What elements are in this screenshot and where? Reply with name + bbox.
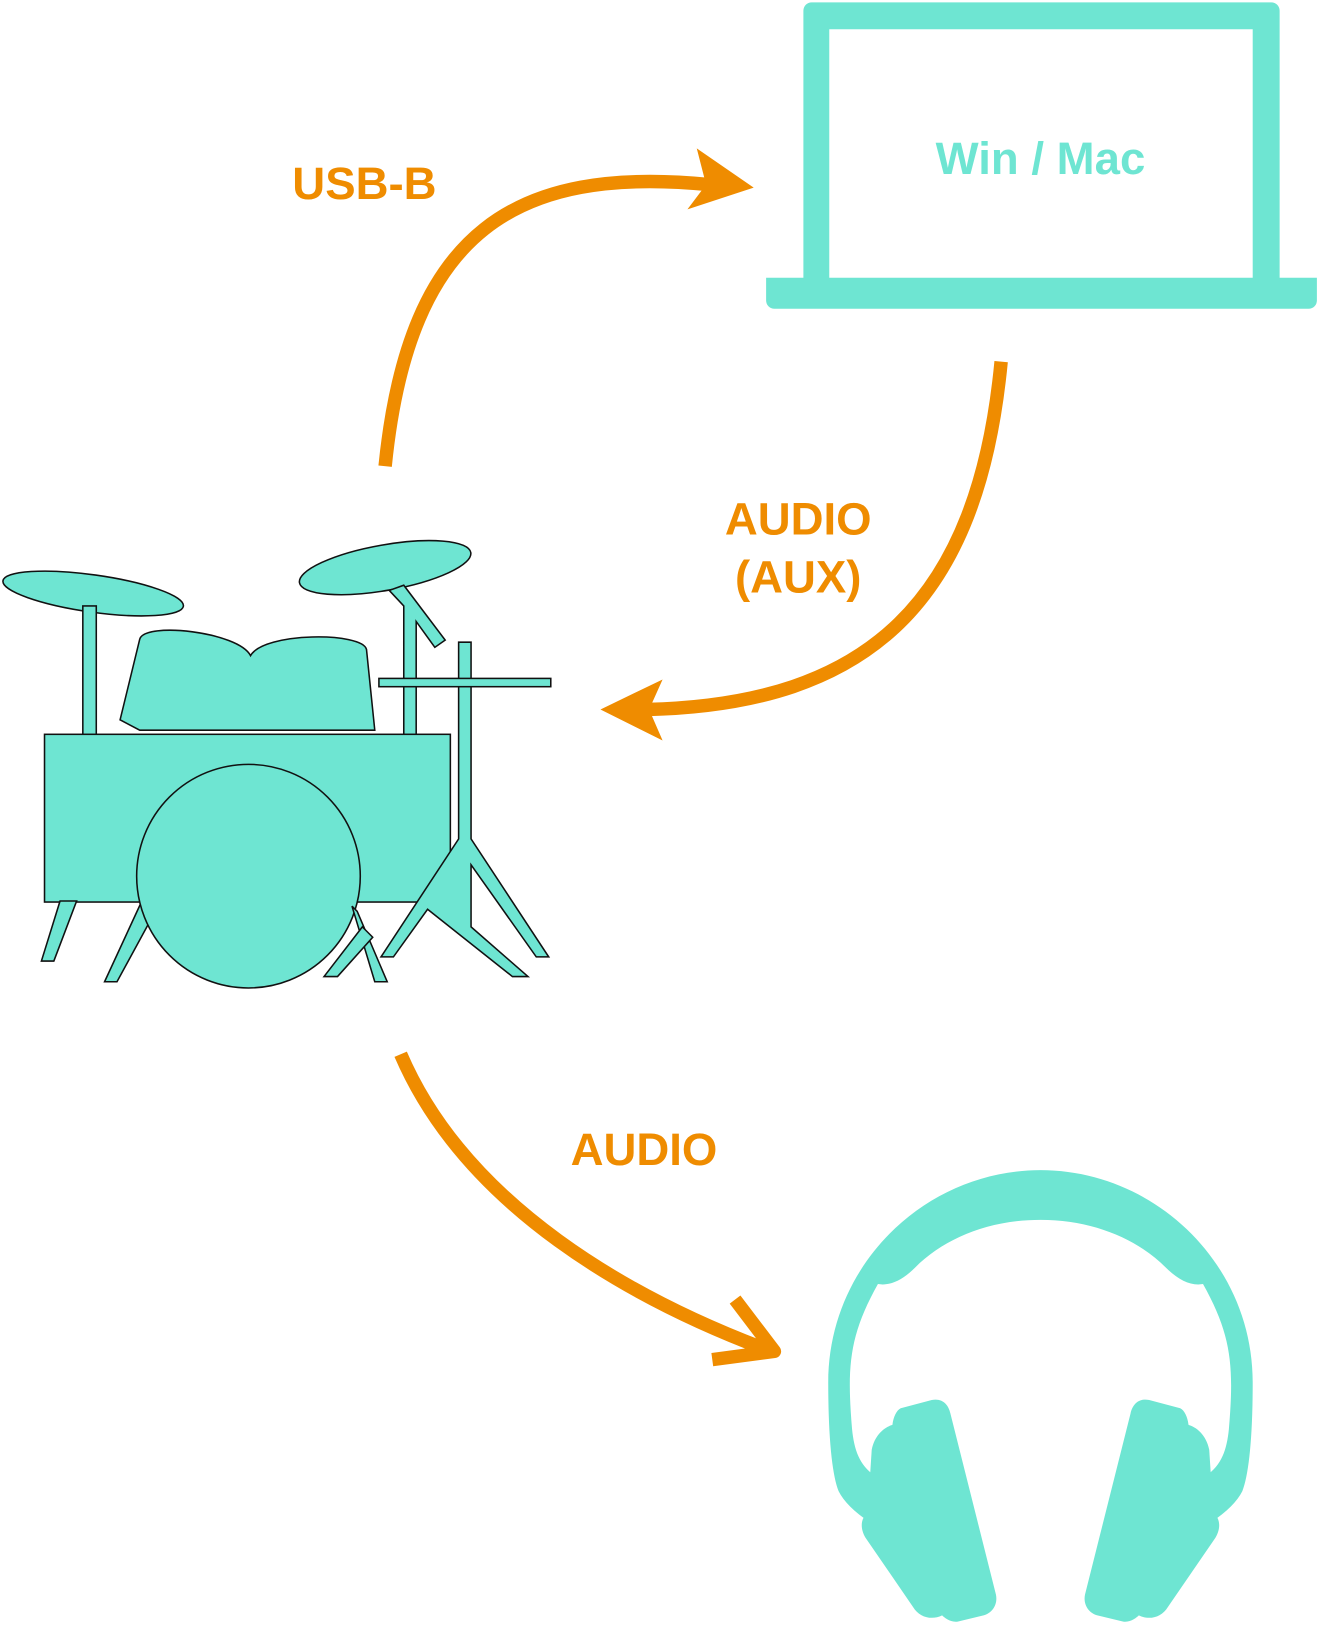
laptop-icon: Win / Mac (766, 2, 1317, 309)
aux-label-line2: (AUX) (735, 551, 862, 602)
headphones-icon (828, 1170, 1253, 1622)
aux-arrow: AUDIO (AUX) (600, 360, 1008, 741)
computer-label: Win / Mac (936, 133, 1146, 184)
aux-label-line1: AUDIO (725, 494, 872, 545)
audio-label: AUDIO (571, 1124, 718, 1175)
usb-label: USB-B (292, 158, 436, 209)
drum-kit-icon (2, 539, 552, 989)
usb-arrow: USB-B (292, 148, 754, 467)
audio-arrow: AUDIO (394, 1051, 782, 1367)
